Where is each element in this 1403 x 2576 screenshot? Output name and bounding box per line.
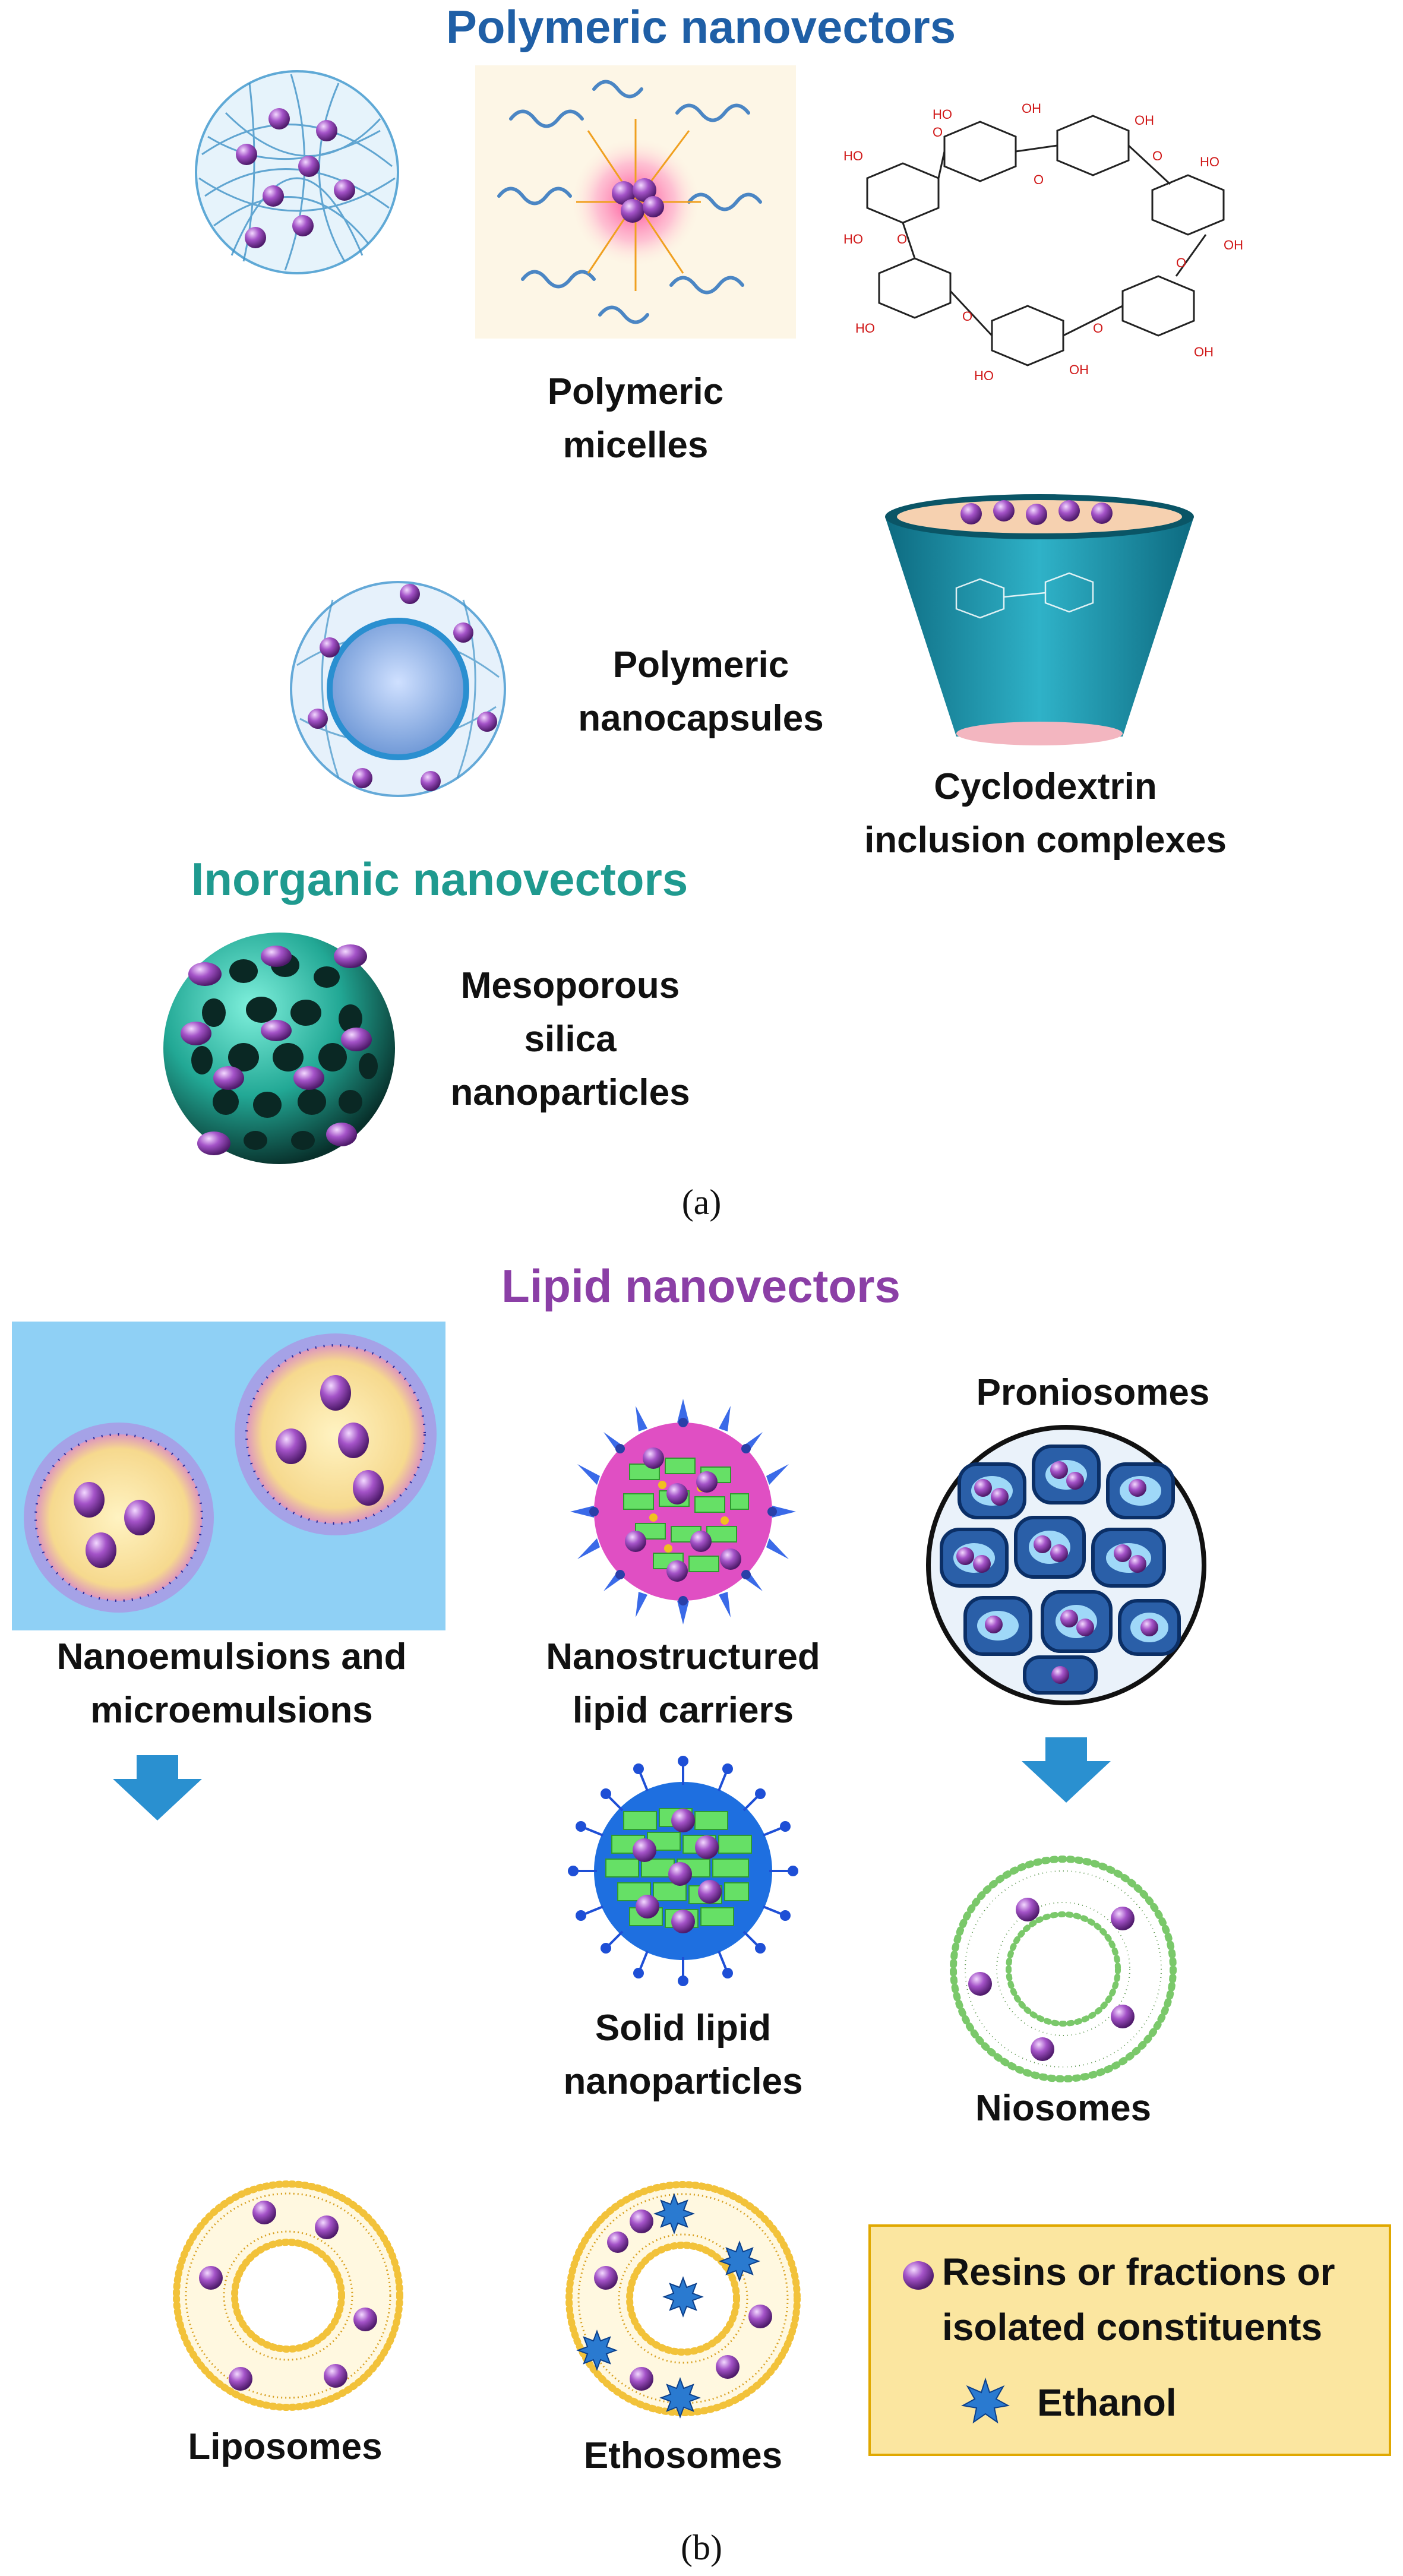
svg-text:O: O bbox=[1034, 172, 1044, 187]
svg-text:O: O bbox=[933, 125, 943, 140]
cyclodextrin-structure-illustration: HO OH OH HO OH OH OH HO HO HO HO O O O O O O O bbox=[843, 101, 1243, 383]
legend-ethanol-label: Ethanol bbox=[1037, 2381, 1177, 2424]
polymeric-nanosphere-illustration bbox=[195, 70, 399, 274]
nlc-label: Nanostructured lipid carriers bbox=[546, 1636, 820, 1731]
sln-label: Solid lipid nanoparticles bbox=[563, 2008, 803, 2102]
svg-text:HO: HO bbox=[1200, 154, 1219, 169]
svg-text:O: O bbox=[1152, 148, 1162, 163]
polymeric-nanocapsule-illustration bbox=[290, 581, 506, 797]
polymeric-micelle-illustration bbox=[475, 65, 796, 339]
nlc-illustration bbox=[570, 1399, 796, 1624]
ethanol-star-icon bbox=[961, 2377, 1010, 2424]
svg-text:OH: OH bbox=[1194, 344, 1214, 359]
svg-text:O: O bbox=[897, 232, 907, 246]
resin-particle-icon bbox=[903, 2261, 934, 2290]
lipid-heading: Lipid nanovectors bbox=[501, 1260, 900, 1312]
svg-text:O: O bbox=[962, 309, 972, 324]
proniosomes-label: Proniosomes bbox=[976, 1372, 1210, 1413]
nanocapsules-label: Polymeric nanocapsules bbox=[578, 644, 824, 739]
mesoporous-silica-illustration bbox=[163, 933, 395, 1164]
niosomes-label: Niosomes bbox=[975, 2088, 1152, 2129]
niosome-illustration bbox=[950, 1856, 1177, 2082]
legend-box: Resins or fractions or isolated constitu… bbox=[868, 2224, 1391, 2456]
panel-a-caption: (a) bbox=[681, 1183, 722, 1222]
svg-text:HO: HO bbox=[974, 368, 994, 383]
emulsions-label: Nanoemulsions and microemulsions bbox=[56, 1636, 407, 1731]
svg-text:OH: OH bbox=[1135, 113, 1154, 128]
nanoemulsion-illustration bbox=[12, 1322, 445, 1630]
svg-text:OH: OH bbox=[1069, 362, 1089, 377]
liposome-illustration bbox=[173, 2180, 403, 2411]
panel-b-caption: (b) bbox=[681, 2528, 722, 2567]
micelles-label: Polymeric micelles bbox=[547, 371, 724, 466]
down-arrow-left bbox=[113, 1755, 202, 1820]
cyclodextrin-label: Cyclodextrin inclusion complexes bbox=[864, 766, 1227, 861]
legend-resin-label: Resins or fractions or isolated constitu… bbox=[942, 2251, 1335, 2349]
sln-illustration bbox=[568, 1756, 798, 1986]
svg-text:HO: HO bbox=[855, 321, 875, 336]
polymeric-heading: Polymeric nanovectors bbox=[445, 1, 956, 53]
ethosome-illustration bbox=[565, 2181, 801, 2419]
svg-text:OH: OH bbox=[1224, 238, 1243, 252]
svg-text:HO: HO bbox=[843, 232, 863, 246]
svg-text:O: O bbox=[1176, 255, 1186, 270]
inorganic-heading: Inorganic nanovectors bbox=[191, 853, 688, 905]
down-arrow-right bbox=[1022, 1737, 1111, 1803]
silica-label: Mesoporous silica nanoparticles bbox=[450, 965, 690, 1113]
ethosomes-label: Ethosomes bbox=[583, 2435, 783, 2476]
svg-text:O: O bbox=[1093, 321, 1103, 336]
svg-text:HO: HO bbox=[933, 107, 952, 122]
svg-text:HO: HO bbox=[843, 148, 863, 163]
svg-text:OH: OH bbox=[1022, 101, 1041, 116]
loaded-particles bbox=[236, 108, 355, 248]
cyclodextrin-cone-illustration bbox=[885, 494, 1194, 745]
proniosomes-illustration bbox=[926, 1425, 1206, 1705]
liposomes-label: Liposomes bbox=[188, 2426, 383, 2467]
